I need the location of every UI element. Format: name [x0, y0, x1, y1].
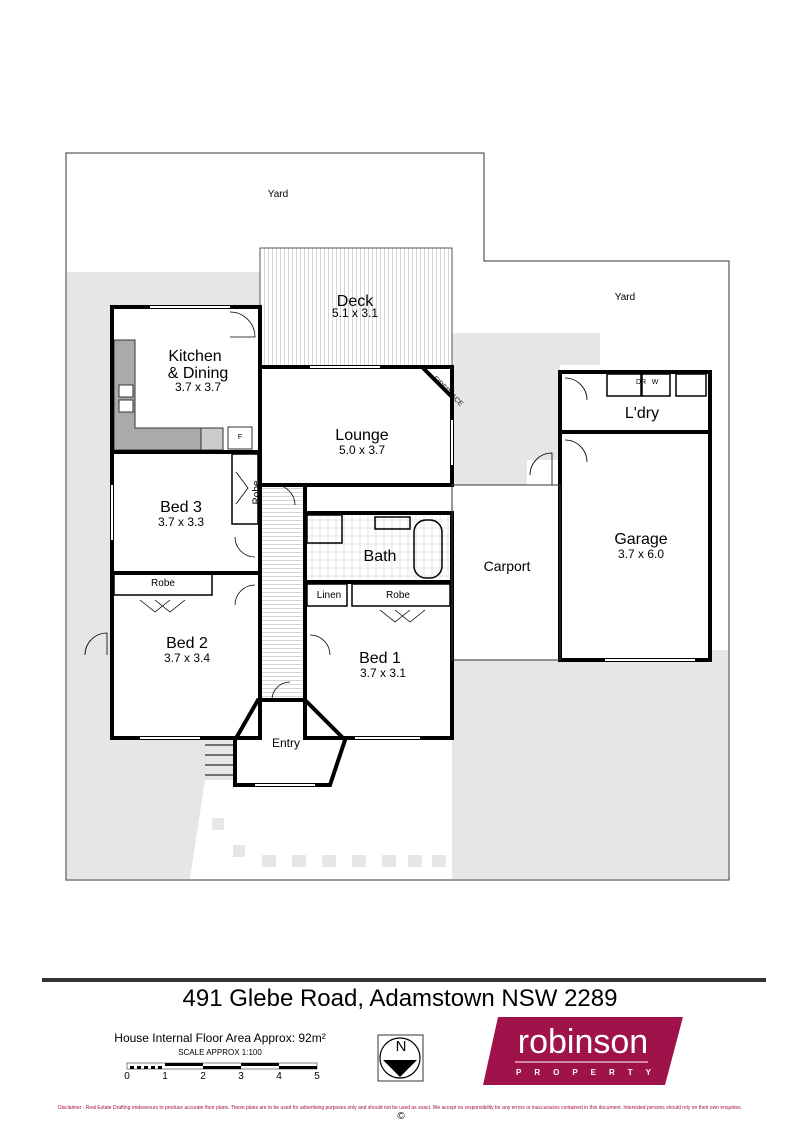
- linen-label: Linen: [316, 590, 342, 601]
- laundry-dryer: DR: [635, 379, 647, 386]
- garage-dims: 3.7 x 6.0: [617, 547, 665, 561]
- carport-outline: [451, 484, 561, 661]
- bed1-label: Bed 1: [359, 650, 401, 667]
- scale-tick: 4: [276, 1071, 282, 1082]
- fridge-label: F: [237, 434, 243, 441]
- copyright-symbol: ©: [397, 1111, 405, 1122]
- lounge-label: Lounge: [335, 427, 389, 444]
- bed2-label: Bed 2: [166, 635, 208, 652]
- hallway-floor: [260, 485, 305, 700]
- north-label: N: [395, 1038, 407, 1055]
- scale-tick: 3: [238, 1071, 244, 1082]
- laundry-label: L'dry: [624, 405, 660, 422]
- bed3-label: Bed 3: [160, 499, 202, 516]
- bed2-robe-label: Robe: [151, 578, 175, 589]
- bed1-robe-label: Robe: [386, 590, 410, 601]
- bath-label: Bath: [363, 548, 397, 565]
- logo-sub: PROPERTY: [515, 1068, 664, 1077]
- kitchen-label: Kitchen: [168, 348, 222, 365]
- deck-floor: [259, 247, 453, 368]
- garden-pavers: [212, 818, 446, 867]
- scale-tick: 5: [314, 1071, 320, 1082]
- scale-tick: 2: [200, 1071, 206, 1082]
- bed1-dims: 3.7 x 3.1: [359, 666, 407, 680]
- scale-label: SCALE APPROX 1:100: [178, 1048, 262, 1057]
- entry-label: Entry: [271, 736, 301, 750]
- floor-area: House Internal Floor Area Approx: 92m²: [114, 1031, 326, 1045]
- carport-label: Carport: [483, 558, 531, 574]
- windows: [111, 306, 695, 786]
- paving: [67, 272, 728, 879]
- doors: [84, 311, 588, 701]
- deck-label: Deck: [336, 293, 374, 310]
- robinson-property-logo: robinson PROPERTY: [483, 1017, 683, 1085]
- bed2-dims: 3.7 x 3.4: [163, 651, 211, 665]
- laundry-washer: W: [651, 379, 659, 386]
- garage-label: Garage: [614, 531, 668, 548]
- kitchen-label-2: & Dining: [167, 365, 229, 382]
- north-arrow-icon: [377, 1034, 424, 1082]
- bed3-dims: 3.7 x 3.3: [157, 515, 205, 529]
- lounge-dims: 5.0 x 3.7: [338, 443, 386, 457]
- logo-name: robinson: [517, 1023, 649, 1061]
- property-address: 491 Glebe Road, Adamstown NSW 2289: [182, 985, 618, 1012]
- bed3-robe-label: Robe: [251, 480, 263, 505]
- yard-right-label: Yard: [614, 292, 636, 303]
- deck-dims: 5.1 x 3.1: [331, 306, 379, 320]
- scale-tick: 1: [162, 1071, 168, 1082]
- entry-steps: [205, 744, 235, 776]
- logo-background: [483, 1017, 683, 1085]
- scale-tick: 0: [124, 1071, 130, 1082]
- kitchen-dims: 3.7 x 3.7: [174, 380, 222, 394]
- disclaimer: Disclaimer - Real Estate Drafting endeav…: [57, 1105, 743, 1111]
- yard-top-label: Yard: [267, 189, 289, 200]
- scale-bar: [126, 1062, 318, 1070]
